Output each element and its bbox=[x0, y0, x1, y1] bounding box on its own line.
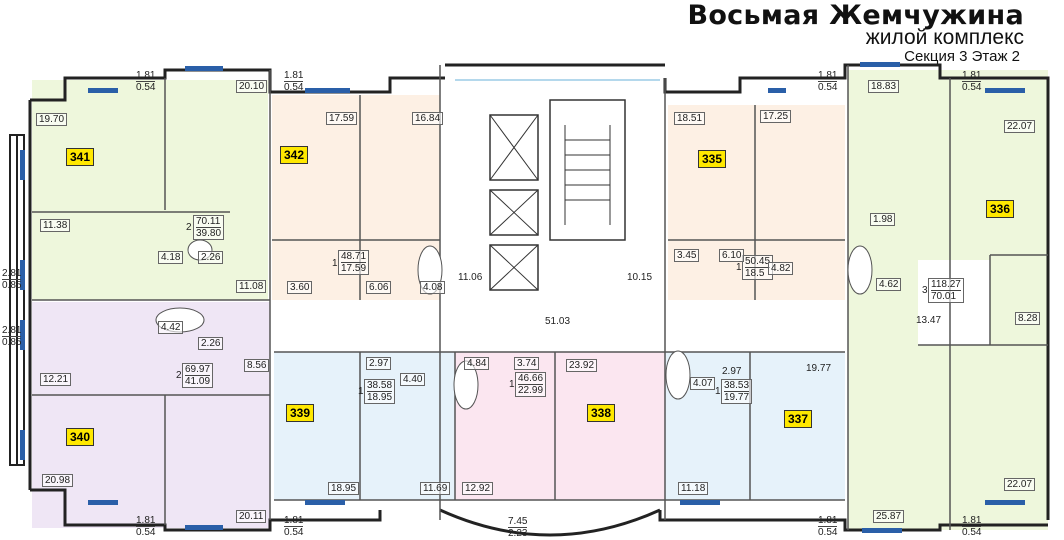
room-area: 23.92 bbox=[566, 359, 598, 372]
apartment-342-area bbox=[272, 95, 440, 300]
apartment-337-area bbox=[665, 352, 845, 500]
room-area: 20.98 bbox=[42, 474, 74, 487]
room-area: 1.98 bbox=[870, 213, 896, 226]
room-area: 4.62 bbox=[876, 278, 902, 291]
corridor-area: 51.03 bbox=[545, 316, 571, 327]
room-area: 2.26 bbox=[198, 251, 224, 264]
room-area: 20.11 bbox=[236, 510, 267, 523]
room-area: 16.84 bbox=[412, 112, 444, 125]
room-area: 4.07 bbox=[690, 377, 716, 390]
room-area: 2.97 bbox=[366, 357, 392, 370]
apartment-336-label[interactable]: 336 bbox=[986, 200, 1015, 218]
room-area: 4.18 bbox=[158, 251, 184, 264]
hall-area-right: 10.15 bbox=[627, 272, 653, 283]
room-area: 2.97 bbox=[722, 366, 742, 377]
room-area: 11.08 bbox=[236, 280, 267, 293]
room-area: 8.56 bbox=[244, 359, 270, 372]
room-area: 19.77 bbox=[806, 363, 832, 374]
room-area: 18.83 bbox=[868, 80, 900, 93]
room-area: 4.84 bbox=[464, 357, 490, 370]
apartment-339-area bbox=[274, 352, 455, 500]
page-subtitle: жилой комплекс bbox=[865, 26, 1024, 49]
room-area: 17.59 bbox=[326, 112, 358, 125]
room-area: 11.18 bbox=[678, 482, 709, 495]
room-area: 20.10 bbox=[236, 80, 268, 93]
room-area: 19.70 bbox=[36, 113, 68, 126]
room-area: 17.25 bbox=[760, 110, 792, 123]
room-area: 3.45 bbox=[674, 249, 700, 262]
apartment-338-area bbox=[455, 352, 665, 500]
apartment-341-area bbox=[32, 80, 268, 300]
apartment-337-label[interactable]: 337 bbox=[784, 410, 813, 428]
page-title: Восьмая Жемчужина bbox=[687, 0, 1024, 31]
apartment-342-label[interactable]: 342 bbox=[280, 146, 309, 164]
room-area: 11.38 bbox=[40, 219, 71, 232]
apartment-336-prefix: 3 bbox=[922, 285, 928, 296]
hall-area-left: 11.06 bbox=[458, 272, 483, 283]
room-area: 18.95 bbox=[328, 482, 360, 495]
room-area: 6.10 bbox=[719, 249, 745, 262]
apartment-335-prefix: 1 bbox=[736, 262, 742, 273]
room-area: 4.42 bbox=[158, 321, 184, 334]
room-area: 11.69 bbox=[420, 482, 451, 495]
room-area: 2.26 bbox=[198, 337, 224, 350]
apartment-342-prefix: 1 bbox=[332, 258, 338, 269]
room-area: 12.92 bbox=[462, 482, 494, 495]
room-area: 3.60 bbox=[287, 281, 313, 294]
room-area: 12.21 bbox=[40, 373, 72, 386]
room-area: 22.07 bbox=[1004, 478, 1036, 491]
room-area: 4.40 bbox=[400, 373, 426, 386]
room-area: 6.06 bbox=[366, 281, 392, 294]
room-area: 8.28 bbox=[1015, 312, 1041, 325]
apartment-341-label[interactable]: 341 bbox=[66, 148, 95, 166]
apartment-338-prefix: 1 bbox=[509, 379, 515, 390]
apartment-341-prefix: 2 bbox=[186, 222, 192, 233]
apartment-340-area bbox=[32, 302, 270, 528]
section-floor-label: Секция 3 Этаж 2 bbox=[904, 48, 1020, 65]
apartment-337-prefix: 1 bbox=[715, 386, 721, 397]
apartment-339-prefix: 1 bbox=[358, 386, 364, 397]
room-area: 4.08 bbox=[420, 281, 446, 294]
apartment-335-label[interactable]: 335 bbox=[698, 150, 727, 168]
room-area: 18.51 bbox=[674, 112, 706, 125]
room-area: 13.47 bbox=[916, 315, 942, 326]
apartment-340-prefix: 2 bbox=[176, 370, 182, 381]
apartment-339-label[interactable]: 339 bbox=[286, 404, 315, 422]
room-area: 22.07 bbox=[1004, 120, 1036, 133]
room-area: 4.82 bbox=[768, 262, 794, 275]
apartment-338-label[interactable]: 338 bbox=[587, 404, 616, 422]
apartment-340-label[interactable]: 340 bbox=[66, 428, 95, 446]
room-area: 3.74 bbox=[514, 357, 540, 370]
room-area: 25.87 bbox=[873, 510, 905, 523]
